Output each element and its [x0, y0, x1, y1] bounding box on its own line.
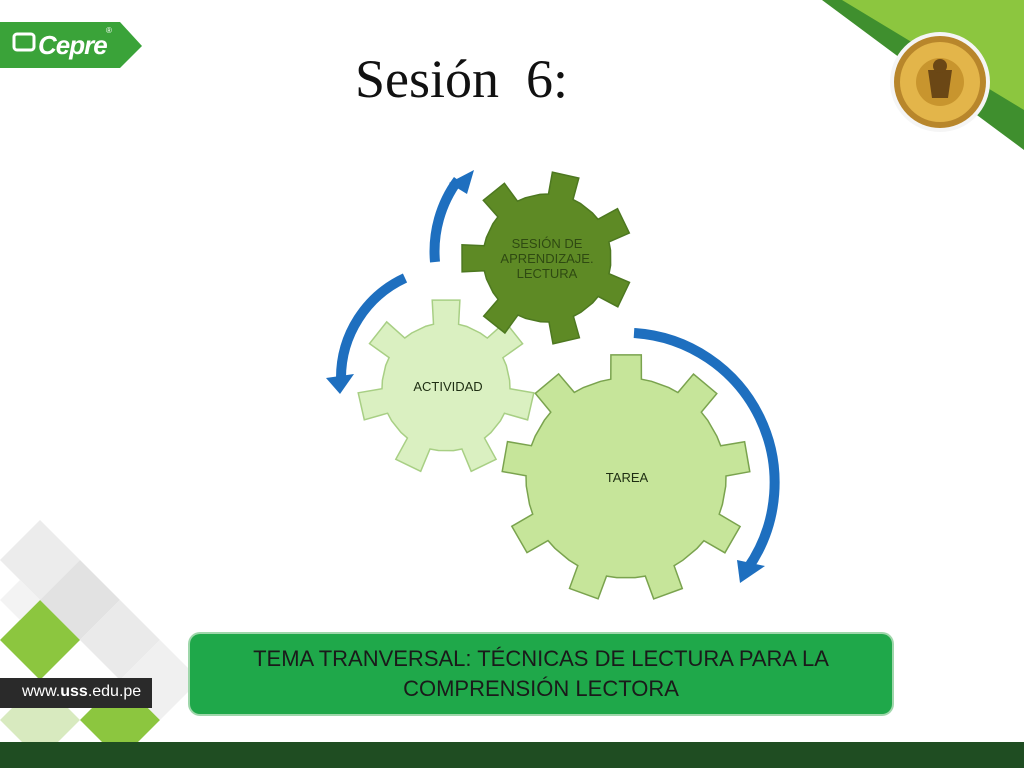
arrow-head-icon — [326, 374, 354, 394]
website-link[interactable]: www.uss.edu.pe — [22, 683, 141, 701]
website-suffix: .edu.pe — [87, 683, 142, 700]
arrow-head-icon — [737, 560, 765, 583]
cepre-logo-ribbon — [0, 22, 142, 68]
website-bar — [0, 678, 152, 708]
gear-label-sesion: SESIÓN DE APRENDIZAJE. LECTURA — [500, 236, 594, 281]
cepre-logo-icon — [12, 32, 36, 52]
website-prefix: www. — [22, 683, 61, 700]
gear-label-tarea: TAREA — [605, 470, 649, 485]
gear-tarea — [501, 354, 751, 600]
topic-banner: TEMA TRANVERSAL: TÉCNICAS DE LECTURA PAR… — [190, 634, 892, 714]
cepre-logo-text: Cepre — [38, 30, 108, 60]
gear-actividad — [357, 299, 535, 473]
topic-banner-text: TEMA TRANVERSAL: TÉCNICAS DE LECTURA PAR… — [253, 646, 829, 701]
arrow-tarea-to-down — [633, 328, 780, 571]
arrow-head-icon — [449, 170, 474, 194]
arrow-actividad-left — [335, 273, 408, 379]
registered-mark: ® — [106, 26, 112, 35]
university-seal-icon — [890, 32, 990, 132]
gear-sesion — [461, 171, 631, 345]
arrow-sesion-up — [429, 177, 463, 263]
gear-label-actividad: ACTIVIDAD — [413, 379, 483, 394]
slide-title: Sesión 6: — [355, 49, 569, 109]
website-domain: uss — [60, 683, 88, 700]
diamond-pattern — [0, 520, 200, 760]
cycle-arrows — [335, 177, 780, 571]
footer-bar — [0, 742, 1024, 768]
